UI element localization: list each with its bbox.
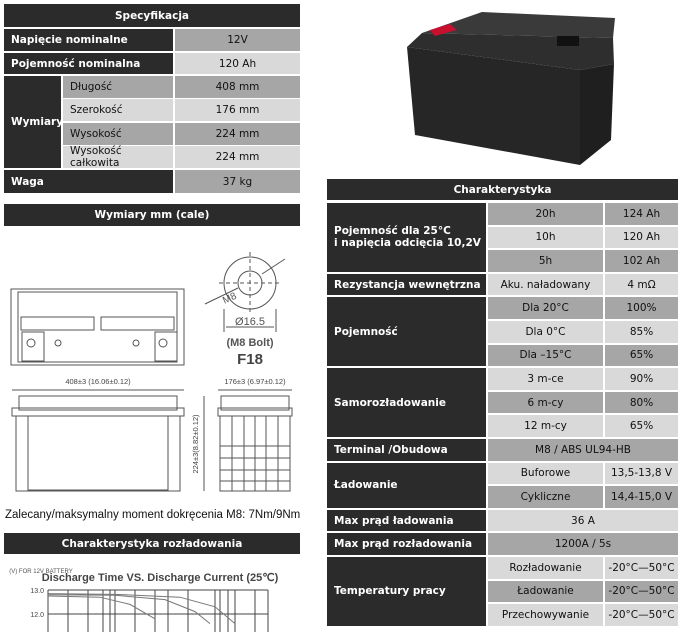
char-label: Terminal /Obudowa (327, 439, 486, 461)
discharge-curve-curve1 (47, 593, 236, 624)
char-condition: Ładowanie (488, 580, 603, 603)
char-value: 124 Ah (605, 203, 678, 225)
spec-value: 37 kg (175, 170, 300, 193)
char-value: M8 / ABS UL94-HB (488, 439, 678, 461)
spec-sublabel: Wysokość całkowita (63, 145, 173, 169)
char-condition: Dla 0°C (488, 321, 603, 343)
y-tick-label: 13.0 (30, 588, 44, 595)
chart-title: Discharge Time VS. Discharge Current (25… (42, 572, 279, 584)
char-condition: 12 m-cy (488, 415, 603, 437)
spec-sublabel: Wysokość (63, 123, 173, 145)
char-condition: 5h (488, 250, 603, 272)
dims-title: Wymiary mm (cale) (4, 204, 300, 226)
spec-value: 176 mm (175, 99, 300, 121)
discharge-curve-curve2 (47, 594, 211, 624)
characteristics-title: Charakterystyka (327, 179, 678, 200)
char-value: 36 A (488, 509, 678, 532)
char-label: Max prąd ładowania (327, 509, 486, 532)
char-value: 1200A / 5s (488, 533, 678, 555)
char-condition: Dla –15°C (488, 344, 603, 367)
char-label: Temperatury pracy (327, 557, 486, 626)
spec-value: 408 mm (175, 76, 300, 98)
terminal-type-label: F18 (237, 351, 263, 368)
dimension-drawing: M8 Ø16.5 (M8 Bolt) F18 408±3 (16.06±0.12… (10, 252, 293, 492)
char-condition: Rozładowanie (488, 557, 603, 579)
height-label: 224±3(8.82±0.12) (191, 414, 200, 474)
m8-label: M8 (221, 291, 239, 307)
battery-side-view (217, 389, 293, 492)
char-value: 120 Ah (605, 226, 678, 249)
char-value: 100% (605, 297, 678, 319)
char-condition: Cykliczne (488, 486, 603, 508)
positive-terminal-cap (430, 24, 457, 36)
spec-label: Pojemność nominalna (4, 53, 173, 74)
spec-value: 224 mm (175, 123, 300, 145)
terminal-detail (204, 252, 286, 332)
spec-label: Waga (4, 170, 173, 193)
chart-ylabel: (V) FOR 12V BATTERY (9, 569, 72, 575)
spec-value: 224 mm (175, 146, 300, 168)
char-label: Rezystancja wewnętrzna (327, 273, 486, 296)
spec-value: 12V (175, 29, 300, 51)
spec-label: Wymiary (4, 76, 63, 168)
battery-front-view (11, 389, 205, 492)
bolt-label: (M8 Bolt) (226, 337, 273, 349)
char-label: Pojemność (327, 297, 486, 367)
discharge-title: Charakterystyka rozładowania (4, 533, 300, 554)
char-value: 90% (605, 368, 678, 390)
y-tick-label: 12.0 (30, 612, 44, 619)
char-value: 65% (605, 415, 678, 437)
char-label-line: i napięcia odcięcia 10,2V (334, 237, 481, 250)
char-value: 14,4-15,0 V (605, 486, 678, 508)
char-value: 13,5-13,8 V (605, 462, 678, 485)
char-label-line: Pojemność dla 25°C (334, 225, 451, 238)
diameter-label: Ø16.5 (235, 316, 265, 328)
torque-note: Zalecany/maksymalny moment dokręcenia M8… (5, 509, 301, 521)
negative-terminal (557, 36, 579, 46)
discharge-chart: (V) FOR 12V BATTERY Discharge Time VS. D… (9, 569, 279, 632)
battery-product-image (407, 12, 615, 165)
spec-sublabel: Długość (63, 76, 173, 98)
battery-top-view (10, 288, 185, 366)
char-condition: Dla 20°C (488, 297, 603, 319)
char-condition: 10h (488, 226, 603, 249)
char-value: 85% (605, 321, 678, 343)
char-condition: 3 m-ce (488, 368, 603, 390)
char-condition: Przechowywanie (488, 604, 603, 626)
spec-label: Napięcie nominalne (4, 29, 173, 51)
spec-title: Specyfikacja (4, 4, 300, 27)
char-value: -20°C—50°C (605, 604, 678, 626)
char-value: 65% (605, 344, 678, 367)
char-condition: 6 m-cy (488, 391, 603, 414)
char-label: Ładowanie (327, 462, 486, 508)
discharge-curve-curve3 (47, 595, 156, 620)
length-label: 408±3 (16.06±0.12) (65, 377, 131, 386)
spec-value: 120 Ah (175, 53, 300, 74)
spec-sublabel: Szerokość (63, 99, 173, 121)
char-condition: 20h (488, 203, 603, 225)
char-value: 4 mΩ (605, 273, 678, 296)
char-label: Max prąd rozładowania (327, 533, 486, 555)
char-condition: Aku. naładowany (488, 273, 603, 296)
char-value: 80% (605, 391, 678, 414)
char-value: -20°C—50°C (605, 580, 678, 603)
char-value: 102 Ah (605, 250, 678, 272)
char-value: -20°C—50°C (605, 557, 678, 579)
char-condition: Buforowe (488, 462, 603, 485)
width-label: 176±3 (6.97±0.12) (224, 377, 286, 386)
char-label: Samorozładowanie (327, 368, 486, 437)
